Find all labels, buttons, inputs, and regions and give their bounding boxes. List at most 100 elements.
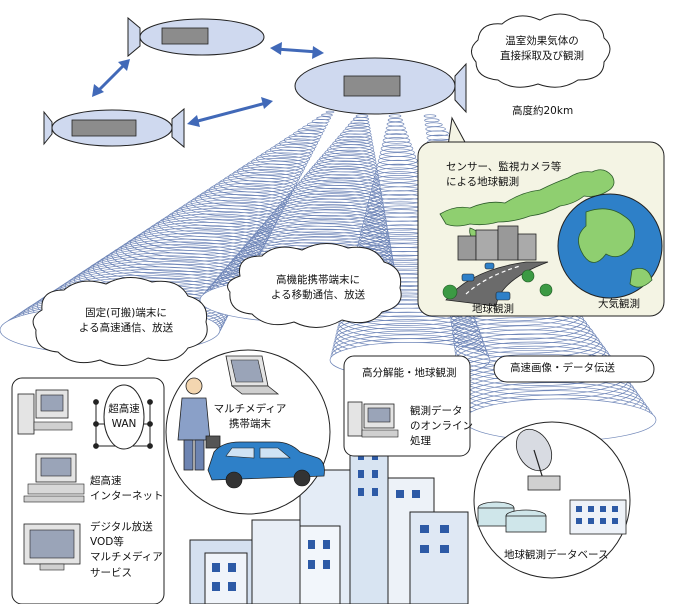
beam-ring	[311, 119, 330, 124]
beam-ring	[355, 114, 369, 118]
beam-ring	[423, 114, 437, 118]
cloud-fixed-terminal	[32, 277, 208, 366]
airship-top	[127, 16, 265, 58]
beam-ring	[223, 171, 299, 190]
beam-ring	[218, 174, 297, 193]
monitor-icon	[23, 523, 81, 571]
label-digital-broadcast: デジタル放送 VOD等 マルチメディア サービス	[90, 521, 163, 579]
arrow-left-to-main	[187, 97, 273, 127]
beam-ring	[387, 118, 403, 123]
beam-ring	[167, 205, 279, 231]
beam-ring	[342, 127, 371, 135]
beam-ring	[337, 133, 373, 142]
beam-ring	[425, 126, 446, 132]
label-data-transfer: 高速画像・データ伝送	[510, 362, 615, 374]
link-arrows	[92, 42, 324, 127]
computer-icon	[17, 389, 73, 435]
beam-ring	[302, 124, 327, 131]
beam-ring	[288, 133, 322, 141]
beam-ring	[162, 208, 278, 234]
laptop-icon	[225, 355, 280, 395]
storage-tanks-icon	[477, 501, 547, 533]
cloud-mobile-terminal	[227, 243, 402, 328]
database-circle	[473, 421, 631, 579]
beam-ring	[293, 130, 323, 138]
beam-ring	[251, 155, 309, 169]
label-database: 地球観測データベース	[504, 549, 609, 561]
city-road-scene	[442, 225, 553, 307]
beam-ring	[232, 166, 302, 183]
car-icon	[207, 441, 325, 489]
beam-ring	[277, 195, 385, 221]
beam-ring	[384, 129, 408, 136]
beam-ring	[381, 140, 412, 149]
earth-panel	[417, 116, 665, 317]
beam-ring	[378, 152, 417, 162]
label-ground-observation: 地球観測	[472, 303, 514, 315]
beam-ring	[283, 135, 320, 145]
beam-ring	[246, 158, 307, 172]
beam-ring	[424, 118, 440, 123]
globe	[557, 193, 663, 299]
beam-ring	[386, 121, 405, 127]
label-altitude: 高度約20km	[512, 105, 574, 117]
beam-ring	[325, 110, 335, 114]
beam-ring	[332, 138, 374, 149]
label-earth-caption: センサー、監視カメラ等 による地球観測	[446, 161, 562, 189]
beam-ring	[275, 198, 385, 224]
label-multimedia-terminal: マルチメディア 携帯端末	[213, 403, 287, 431]
beam-ring	[383, 133, 409, 140]
city-skyline	[189, 439, 469, 604]
beam-ring	[264, 209, 387, 238]
label-fixed-terminal: 固定(可搬)端末に よる高速通信、放送	[78, 307, 174, 335]
arrow-top-to-left	[92, 59, 130, 97]
network-node-icon	[93, 384, 153, 450]
beam-ring	[425, 130, 449, 137]
beam-ring	[350, 119, 370, 125]
arrow-top-to-main	[270, 42, 324, 59]
beam-ring	[227, 169, 301, 186]
high-res-box	[343, 355, 471, 457]
beam-ring	[158, 210, 276, 238]
beam-ring	[319, 152, 376, 166]
beam-ring	[377, 156, 418, 166]
beam-ring	[452, 321, 597, 354]
beam-ring	[385, 125, 406, 131]
satellite-dish-icon	[515, 428, 561, 491]
beam-ring	[171, 202, 281, 228]
beam-ring	[347, 122, 370, 128]
airship-left	[43, 107, 185, 149]
beam-ring	[306, 121, 328, 128]
label-gas-observation: 温室効果気体の 直接採取及び観測	[500, 35, 584, 63]
beam-ring	[321, 149, 376, 163]
beam-ring	[321, 113, 333, 117]
beam-ring	[290, 182, 382, 203]
beam-ring	[382, 137, 411, 144]
building-icon	[569, 499, 627, 535]
label-wan: 超高速 WAN	[108, 403, 140, 431]
label-mobile-terminal: 高機能携帯端末に よる移動通信、放送	[270, 274, 366, 302]
beam-ring	[329, 141, 374, 152]
beam-ring	[280, 193, 384, 217]
beam-ring	[269, 204, 386, 231]
beam-ring	[327, 144, 375, 156]
multimedia-circle	[165, 349, 331, 515]
beam-ring	[424, 122, 443, 127]
left-panel	[11, 377, 165, 604]
label-internet: 超高速 インターネット	[90, 475, 164, 503]
beam-ring	[388, 114, 402, 118]
beam-ring	[111, 238, 260, 272]
beam-ring	[353, 117, 369, 122]
desktop-computer-icon	[23, 453, 85, 503]
workstation-icon	[347, 401, 399, 438]
label-high-resolution: 高分解能・地球観測	[362, 367, 457, 379]
airship-main	[294, 57, 467, 115]
data-transfer-pill	[493, 355, 655, 383]
cloud-gas-observation	[471, 13, 611, 88]
beam-ring	[267, 206, 387, 234]
beam-ring	[241, 160, 306, 176]
label-atmosphere-observation: 大気観測	[598, 298, 640, 310]
label-online-processing: 観測データ のオンライン 処理	[410, 405, 473, 448]
